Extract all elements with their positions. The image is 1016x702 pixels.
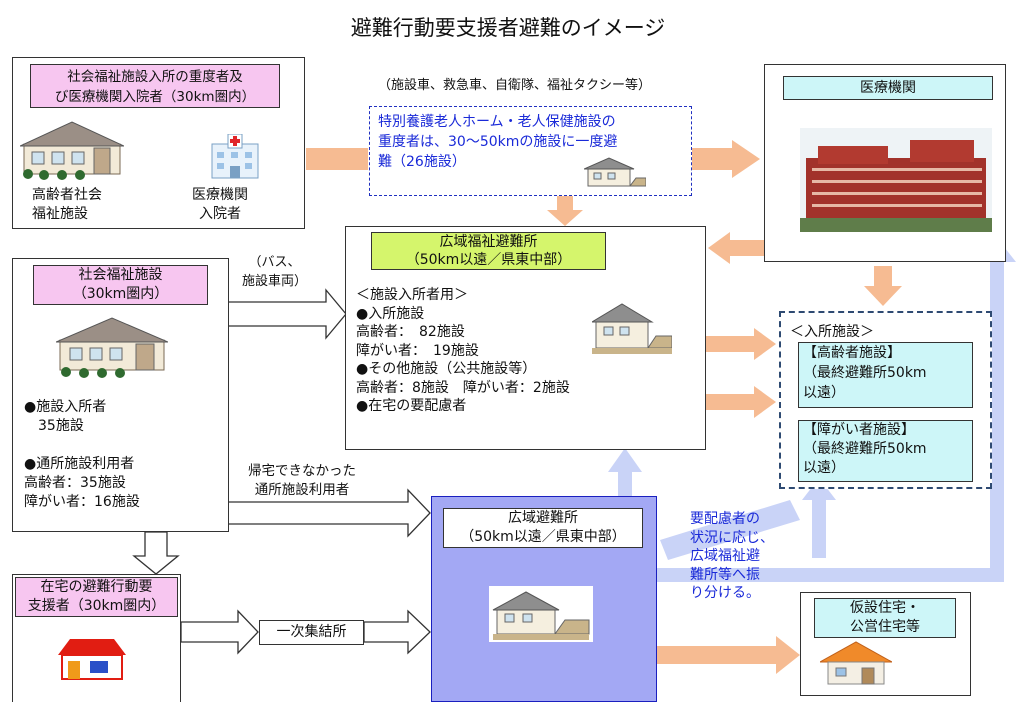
social-welfare-header: 社会福祉施設 （30km圏内） xyxy=(33,265,208,305)
temporary-housing-header: 仮設住宅・ 公営住宅等 xyxy=(814,598,956,638)
hospital-patient-label: 医療機関 入院者 xyxy=(192,187,248,222)
blue-connectors xyxy=(608,238,1016,582)
special-nursing-text: 特別養護老人ホーム・老人保健施設の 重度者は、30～50kmの施設に一度避 難（… xyxy=(378,114,618,170)
orange-arrowhead-down xyxy=(547,210,583,226)
wide-shelter-header: 広域避難所 （50km以遠／県東中部） xyxy=(443,508,643,548)
page-title: 避難行動要支援者避難のイメージ xyxy=(350,16,666,40)
orange-arrow-a xyxy=(306,148,368,170)
senior-facility-card: 【高齢者施設】 （最終避難所50km 以遠） xyxy=(798,342,973,408)
house-icon xyxy=(58,639,126,680)
assembly-point-box: 一次集結所 xyxy=(259,620,364,645)
orange-arrowhead-medical xyxy=(732,140,760,178)
outline-arrow-home xyxy=(180,609,259,655)
box-residents-header: 社会福祉施設入所の重度者及 び医療機関入院者（30km圏内） xyxy=(30,64,280,108)
nursing-home-icon xyxy=(584,157,646,187)
welfare-shelter-details: ＜施設入所者用＞ ●入所施設 高齢者： 82施設 障がい者： 19施設 ●その他… xyxy=(356,287,570,414)
hospital-icon xyxy=(211,134,259,179)
blue-diagonal-arrow xyxy=(660,500,800,560)
blue-arrowhead-up-right2 xyxy=(802,478,836,500)
outline-arrow-down xyxy=(132,531,180,575)
orange-arrowhead-down-right xyxy=(864,286,902,306)
social-welfare-facility-icon xyxy=(56,317,168,378)
home-evacuees-header: 在宅の避難行動要 支援者（30km圏内） xyxy=(15,577,178,617)
orange-arrows xyxy=(306,140,902,674)
orange-arrowhead-right1 xyxy=(754,328,776,360)
blue-up-stem xyxy=(618,470,632,498)
outline-arrow-bus xyxy=(227,288,347,340)
blue-arrowhead-up-center xyxy=(608,448,642,472)
bus-note: （バス、 施設車両） xyxy=(242,255,308,289)
wide-shelter-building-icon xyxy=(489,586,593,642)
orange-arrowhead-housing xyxy=(776,636,800,674)
welfare-shelter-header: 広域福祉避難所 （50km以遠／県東中部） xyxy=(371,232,606,270)
vehicles-note: （施設車、救急車、自衛隊、福祉タクシー等） xyxy=(378,78,652,93)
blue-up-stem-right xyxy=(812,498,826,558)
blue-bar-horizontal xyxy=(657,568,1004,582)
orange-arrowhead-right2 xyxy=(754,386,776,418)
welfare-shelter-building-icon xyxy=(592,303,672,354)
disability-facility-card: 【障がい者施設】 （最終避難所50km 以遠） xyxy=(798,420,973,482)
outline-arrows xyxy=(132,288,431,655)
outline-arrow-assembly xyxy=(363,609,431,655)
senior-facility-label: 高齢者社会 福祉施設 xyxy=(32,187,102,222)
residential-facilities-header: ＜入所施設＞ xyxy=(790,324,874,340)
blue-bar-vertical xyxy=(990,262,1004,582)
orange-arrowhead-left xyxy=(708,232,730,264)
temporary-house-icon xyxy=(820,641,892,685)
return-note: 帰宅できなかった 通所施設利用者 xyxy=(248,463,356,498)
senior-facility-icon xyxy=(20,121,124,180)
medical-institution-header: 医療機関 xyxy=(783,76,993,100)
social-welfare-details: ●施設入所者 35施設 ●通所施設利用者 高齢者：35施設 障がい者：16施設 xyxy=(24,399,140,510)
hospital-building-icon xyxy=(800,128,992,232)
allocation-note: 要配慮者の 状況に応じ、 広域福祉避 難所等へ振 り分ける。 xyxy=(690,511,774,601)
